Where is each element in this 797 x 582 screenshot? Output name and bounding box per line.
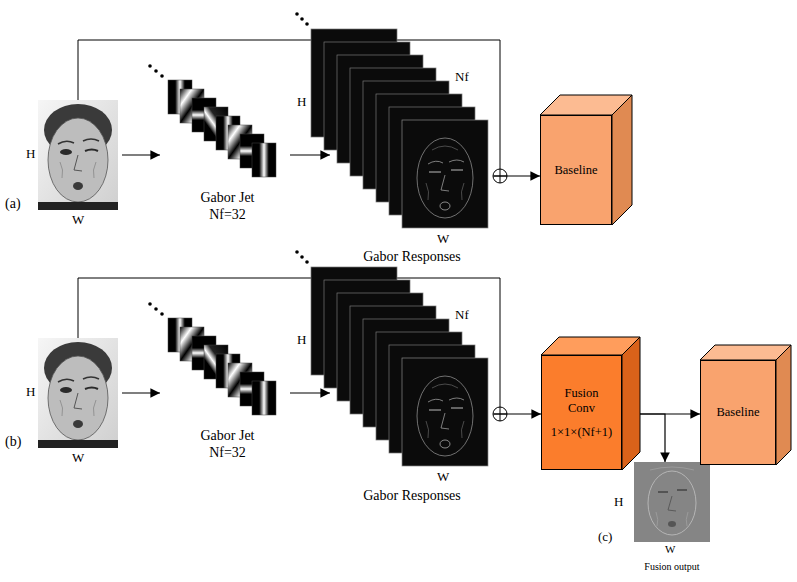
node-text: 1×1×(Nf+1)	[551, 425, 612, 440]
dimension-label: W	[72, 451, 84, 465]
fusion-output-image	[658, 490, 687, 492]
node-text: Fusion Conv	[557, 386, 607, 416]
dimension-label: Nf	[455, 70, 469, 84]
arrow-connector	[494, 175, 540, 176]
fusion-output-image	[668, 521, 676, 527]
node-text: Gabor Responses	[363, 488, 461, 505]
node-text: Fusion output	[644, 561, 699, 573]
dimension-label: W	[665, 544, 675, 556]
cube-faces	[612, 95, 632, 225]
dimension-label: H	[26, 147, 35, 161]
fusion-output: Fusion output	[628, 462, 716, 574]
node-text: Nf=32	[209, 445, 246, 462]
row-a-illustration	[38, 12, 507, 228]
dimension-label: W	[72, 213, 84, 227]
dimension-label: W	[437, 232, 449, 246]
gabor-jet: Gabor JetNf=32	[165, 75, 290, 225]
dimension-label: W	[437, 470, 449, 484]
gabor-responses: Gabor Responses	[330, 270, 494, 506]
dimension-label: H	[614, 495, 623, 509]
baseline-box: Baseline	[540, 115, 612, 225]
arrow-connector	[640, 414, 665, 462]
dimension-label: H	[26, 385, 35, 399]
arrow-connector	[290, 392, 330, 393]
baseline-box: Baseline	[700, 360, 776, 465]
row-b-illustration	[38, 250, 507, 466]
fusion-output-image	[648, 471, 696, 535]
cube-faces	[540, 95, 791, 470]
panel-label: (b)	[5, 435, 21, 450]
node-text: Baseline	[716, 405, 759, 420]
arrow-connector	[290, 154, 330, 155]
node-text: Nf=32	[209, 207, 246, 224]
gabor-jet: Gabor JetNf=32	[165, 313, 290, 463]
node-text: Gabor Jet	[200, 190, 254, 207]
node-text: Gabor Jet	[200, 428, 254, 445]
node-text: Baseline	[554, 163, 597, 178]
fusion-output-image	[650, 467, 694, 526]
fusion-output-image	[668, 496, 676, 511]
dimension-label: H	[297, 95, 306, 109]
panel-label: (c)	[598, 530, 612, 544]
cube-faces	[700, 345, 791, 360]
fusion-output-image	[634, 462, 710, 542]
fusion-output-image	[634, 462, 710, 542]
node-text: Gabor Responses	[363, 249, 461, 266]
gabor-responses: Gabor Responses	[330, 25, 494, 267]
arrow-connector	[494, 413, 541, 414]
cube-faces	[776, 345, 791, 465]
panel-label: (a)	[5, 197, 21, 212]
dimension-label: Nf	[455, 308, 469, 322]
dimension-label: H	[297, 333, 306, 347]
cube-faces	[622, 337, 640, 470]
fusion-conv-box: Fusion Conv 1×1×(Nf+1)	[541, 355, 622, 470]
